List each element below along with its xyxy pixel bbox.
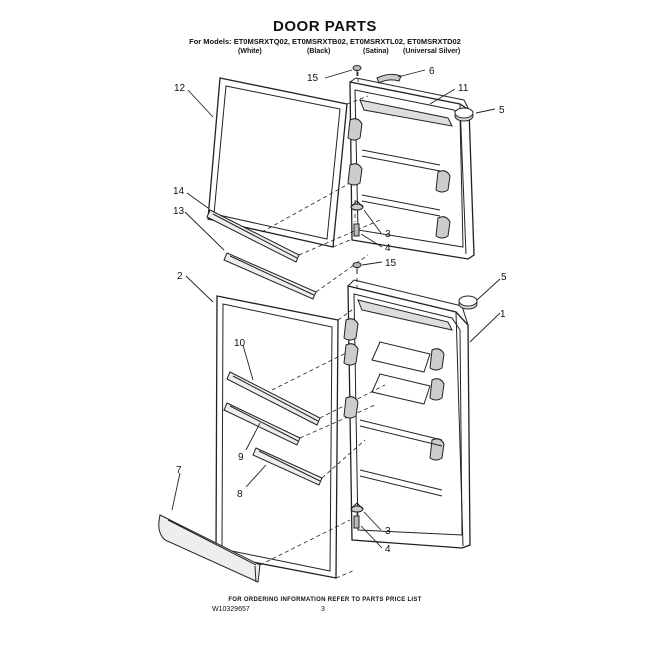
- callout-14: 14: [173, 186, 185, 197]
- plug-5-top: [454, 107, 474, 122]
- callout-4-top: 4: [385, 243, 391, 254]
- callout-12: 12: [174, 83, 186, 94]
- callout-6: 6: [429, 66, 435, 77]
- callout-3-bottom: 3: [385, 526, 391, 537]
- freezer-door: [347, 77, 475, 260]
- finish-white: (White): [238, 48, 262, 55]
- page-number: 3: [321, 606, 325, 613]
- callout-1: 1: [500, 309, 506, 320]
- callout-10: 10: [234, 338, 246, 349]
- callout-15-top: 15: [307, 73, 319, 84]
- callout-labels: 1 2 3 3 4 4 5 5 6 7 8 9 10 11 12 13 14 1…: [173, 66, 507, 555]
- fresh-food-shelf-9: [223, 402, 301, 446]
- callout-11: 11: [458, 83, 469, 94]
- fresh-food-shelf-8: [252, 447, 323, 486]
- screw-15-bottom: [352, 262, 362, 274]
- callout-5-top: 5: [499, 105, 505, 116]
- page-title: DOOR PARTS: [273, 18, 377, 35]
- hinge-bushing-3-top: [350, 200, 364, 211]
- screw-15-top: [352, 65, 362, 76]
- callout-5-bottom: 5: [501, 272, 507, 283]
- callout-9: 9: [238, 452, 244, 463]
- callout-15-bottom: 15: [385, 258, 397, 269]
- assembly-lines-top: [261, 72, 381, 293]
- freezer-shelf-14: [206, 209, 300, 263]
- fresh-food-shelf-10: [226, 371, 321, 426]
- document-number: W10329657: [212, 606, 250, 613]
- hinge-cap-6: [376, 73, 402, 84]
- hinge-bushing-3-bottom: [350, 502, 364, 513]
- finish-satina: (Satina): [363, 48, 389, 55]
- fresh-food-door: [343, 279, 471, 549]
- model-list: For Models: ET0MSRXTQ02, ET0MSRXTB02, ET…: [189, 37, 461, 46]
- finish-universal-silver: (Universal Silver): [403, 48, 461, 55]
- finish-black: (Black): [307, 48, 331, 55]
- freezer-shelf-13: [223, 252, 317, 300]
- callout-4-bottom: 4: [385, 544, 391, 555]
- door-bin-7: [158, 514, 261, 583]
- ordering-note: FOR ORDERING INFORMATION REFER TO PARTS …: [228, 597, 422, 603]
- hinge-pin-4-bottom: [353, 515, 360, 529]
- callout-3-top: 3: [385, 229, 391, 240]
- leader-lines: [171, 69, 501, 549]
- plug-5-bottom: [458, 295, 478, 310]
- callout-7: 7: [176, 465, 182, 476]
- callout-2: 2: [177, 271, 183, 282]
- hinge-pin-4-top: [353, 223, 360, 237]
- callout-8: 8: [237, 489, 243, 500]
- callout-13: 13: [173, 206, 185, 217]
